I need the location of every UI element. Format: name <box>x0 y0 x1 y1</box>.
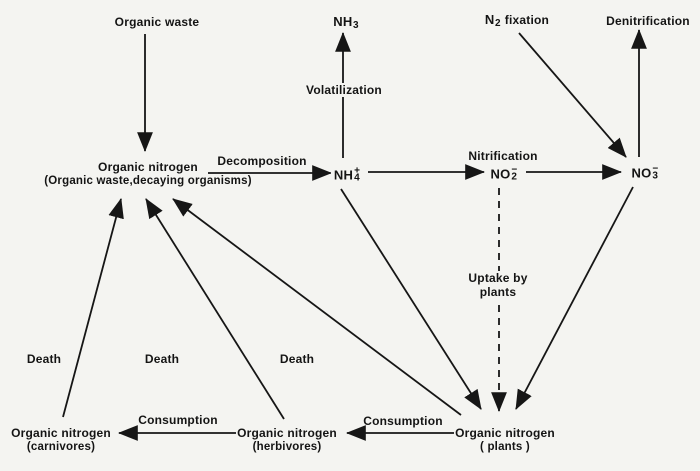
n2-subscript: 2 <box>495 17 501 29</box>
nh3-base: NH <box>333 14 353 29</box>
n2-base: N <box>484 12 495 27</box>
herbivores-subtitle: (herbivores) <box>252 441 322 453</box>
organic-nitrogen-subtitle: (Organic waste,decaying organisms) <box>44 175 252 187</box>
node-organic-nitrogen-herbivores: Organic nitrogen (herbivores) <box>237 426 337 454</box>
uptake-line2: plants <box>479 285 517 299</box>
no3-subscript: 3 <box>652 170 659 182</box>
edge-label-volatilization: Volatilization <box>303 83 385 97</box>
node-organic-nitrogen: Organic nitrogen (Organic waste,decaying… <box>44 160 251 188</box>
nh4-subscript: 4 <box>354 172 360 184</box>
node-denitrification: Denitrification <box>606 14 690 28</box>
no3-base: NO <box>631 165 652 180</box>
nh4-superscript: + <box>354 165 361 177</box>
edge-label-consumption-right: Consumption <box>363 414 443 428</box>
organic-nitrogen-title: Organic nitrogen <box>98 160 198 174</box>
plants-title: Organic nitrogen <box>455 426 555 440</box>
uptake-line1: Uptake by <box>468 271 528 285</box>
edge-no3-to-plants <box>515 186 634 410</box>
edge-death-carnivores-to-organic-nitrogen <box>62 198 124 418</box>
nh4-base: NH <box>333 167 354 182</box>
edge-label-death-carnivores: Death <box>26 352 62 366</box>
node-organic-nitrogen-plants: Organic nitrogen ( plants ) <box>455 426 555 454</box>
no2-base: NO <box>490 166 511 181</box>
no3-superscript: − <box>652 163 659 175</box>
node-no2: NO−2 <box>487 164 521 183</box>
edge-label-decomposition: Decomposition <box>217 154 307 168</box>
carnivores-title: Organic nitrogen <box>11 426 111 440</box>
no2-subscript: 2 <box>511 171 518 183</box>
node-organic-nitrogen-carnivores: Organic nitrogen (carnivores) <box>11 426 111 454</box>
n2-fixation-word: fixation <box>504 13 550 27</box>
carnivores-subtitle: (carnivores) <box>26 441 96 453</box>
edge-death-herbivores-to-organic-nitrogen <box>145 198 285 420</box>
herbivores-title: Organic nitrogen <box>237 426 337 440</box>
edge-label-death-herbivores: Death <box>144 352 180 366</box>
edge-label-nitrification: Nitrification <box>468 149 538 163</box>
edge-death-plants-to-organic-nitrogen <box>172 198 462 416</box>
edge-label-consumption-left: Consumption <box>138 413 218 427</box>
edge-n2-fixation-to-no3 <box>518 32 627 158</box>
no2-superscript: − <box>511 164 518 176</box>
plants-subtitle: ( plants ) <box>480 441 530 453</box>
edge-label-uptake-by-plants: Uptake by plants <box>465 271 531 299</box>
node-nh4: NH+4 <box>330 165 364 184</box>
node-no3: NO−3 <box>628 163 662 182</box>
nh3-subscript: 3 <box>352 19 359 31</box>
edge-label-death-plants: Death <box>279 352 315 366</box>
node-organic-waste: Organic waste <box>114 15 200 29</box>
edge-nh4-to-plants <box>340 188 482 410</box>
